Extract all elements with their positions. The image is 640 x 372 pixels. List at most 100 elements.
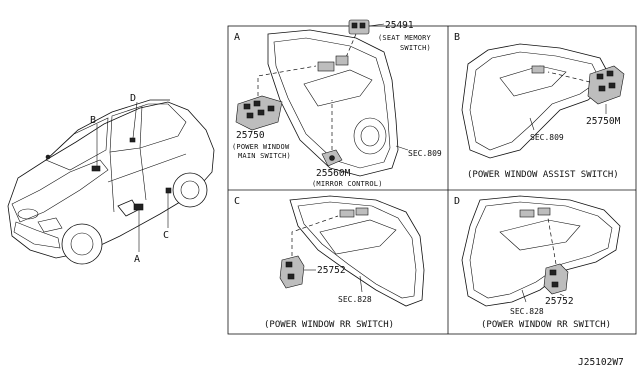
part-number-25750M: 25750M [586,116,621,127]
panel-a-door-trim-inner [273,37,391,169]
leader-sec-809-b [529,117,535,131]
vehicle-b-pillar [139,105,143,149]
panel-b-letter: B [454,32,460,43]
panel-c-caption: (POWER WINDOW RR SWITCH) [264,320,394,330]
mirror-switch-knob [329,155,335,161]
callout-d: D [130,93,136,104]
main-switch-label-line1: (POWER WINDOW [232,143,290,151]
panel-a-letter: A [234,32,240,43]
panel-c: C 25752 SEC.828 (POWER WINDOW RR SWITCH) [234,195,425,330]
callout-a: A [134,254,140,265]
location-marker-b [91,165,101,172]
callout-b: B [90,115,96,126]
part-number-25491: 25491 [385,20,414,31]
rr-switch-d-button [549,269,557,276]
panel-d-caption: (POWER WINDOW RR SWITCH) [481,320,611,330]
panel-a-sec: SEC.809 [408,149,442,158]
panel-c-sec: SEC.828 [338,295,372,304]
panel-b-door-trim-inner [469,51,601,151]
vehicle-rear-door-edge [139,147,147,201]
panel-a-installed-switch [335,55,349,66]
main-switch-button [253,100,261,107]
assist-switch-button [598,85,606,92]
leader-25491 [368,23,385,27]
panel-c-installed-switch [355,207,369,216]
location-marker-d [129,137,136,143]
panel-d-part-number: 25752 [545,296,574,307]
part-number-25560M: 25560M [316,168,351,179]
main-switch-button [243,103,251,110]
callout-c: C [163,230,169,241]
seat-memory-switch [348,19,370,35]
panel-d-armrest [499,219,581,251]
panel-b-installed-switch [531,65,545,74]
panel-a-armrest [303,69,373,107]
seat-memory-button [359,22,366,29]
seat-memory-button [351,22,358,29]
panel-frames [227,25,637,335]
rr-switch-c-body [279,255,305,289]
panel-d: D 25752 SEC.828 (POWER WINDOW RR SWITCH) [454,195,621,330]
main-switch-label-line2: MAIN SWITCH) [238,152,291,160]
main-switch-button [257,109,265,116]
panel-a-speaker-inner [360,125,380,147]
panel-a-installed-switch [317,61,335,72]
panel-c-installed-switch [339,209,355,218]
vehicle-headlamp [17,208,39,220]
dash-rr-switch-c [291,215,339,256]
assist-switch-body [587,65,625,105]
vehicle-rear-rim [180,180,200,200]
panel-d-installed-switch [537,207,551,216]
assist-switch-button [608,82,616,89]
assist-switch-button [606,70,614,77]
panel-c-armrest [319,219,397,255]
part-number-25750: 25750 [236,130,265,141]
panel-d-door-trim-inner [469,201,613,299]
vehicle-windshield [45,117,109,171]
seat-memory-label-line1: (SEAT MEMORY [378,34,432,42]
vehicle-roof-line [45,99,170,161]
panel-a-speaker [353,117,387,155]
rr-switch-d-button [551,281,559,288]
panel-c-part-number: 25752 [317,265,346,276]
dash-rr-switch-d [547,217,557,265]
panel-d-letter: D [454,196,460,207]
power-window-rr-switch-d [543,263,569,295]
mirror-control-switch [321,149,343,167]
main-switch-button [267,105,275,112]
main-switch-button [246,112,254,119]
vehicle-hood [11,159,109,223]
seat-memory-label-line2: SWITCH) [400,44,431,52]
leader-sec-828-c [359,275,363,293]
location-marker-a [133,203,144,211]
panel-b-caption: (POWER WINDOW ASSIST SWITCH) [467,170,619,180]
vehicle-body-outline [7,101,215,259]
leader-sec-828-d [521,289,527,303]
vehicle-illustration: D B A C [7,93,215,265]
leader-d [132,101,138,139]
panel-a: A 25491 (SEAT MEMORY SWITCH) 25 [232,19,442,188]
dash-main-switch [257,65,317,96]
panel-d-installed-switch [519,209,535,218]
panel-b-door-trim [461,43,613,159]
vehicle-side-windows [109,103,187,153]
power-window-main-switch [235,95,283,131]
vehicle-front-bumper [13,221,61,249]
mirror-control-label: (MIRROR CONTROL) [312,180,383,188]
vehicle-rear-wheel [172,172,208,208]
rr-switch-d-body [543,263,569,295]
panel-c-door-trim-inner [297,201,417,299]
power-window-rr-switch-c [279,255,305,289]
vehicle-front-wheel [61,223,103,265]
location-marker-c [165,187,172,194]
vehicle-front-door-edge [109,151,115,213]
vehicle-body-crease [107,153,187,183]
vehicle-front-rim [70,232,94,256]
vehicle-antenna [45,154,51,160]
panel-c-letter: C [234,196,240,207]
rr-switch-c-button [287,273,295,280]
assist-switch-button [596,73,604,80]
leader-25752-d [559,293,565,297]
outer-frame [227,25,637,335]
